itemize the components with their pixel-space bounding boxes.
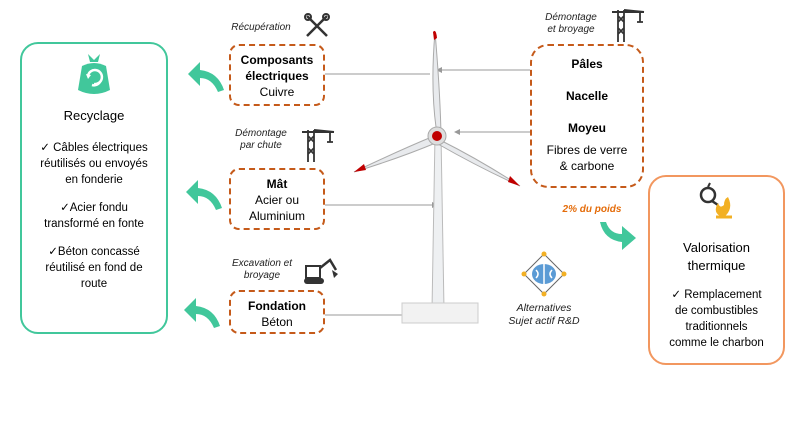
process-label-recovery: Récupération	[231, 22, 291, 33]
weight-share-label: 2% du poids	[562, 204, 622, 215]
foundation-slab	[401, 302, 479, 324]
hub-icon	[432, 131, 442, 141]
foundation-box: Fondation Béton	[229, 290, 325, 334]
wind-turbine-illustration	[353, 30, 521, 324]
part-nacelle: Nacelle	[565, 89, 609, 103]
crane-icon-rotor	[612, 9, 645, 42]
process-label-excavation: Excavation et broyage	[231, 258, 293, 281]
recycling-title: Recyclage	[63, 108, 125, 123]
process-label-drop: Démontage par chute	[235, 128, 287, 151]
recycling-item-concrete: ✓Béton concassé réutilisé en fond de rou…	[45, 246, 143, 290]
excavator-icon	[304, 258, 338, 284]
electrical-components-box: Composants électriques Cuivre	[229, 44, 325, 106]
mast-box: Mât Acier ou Aluminium	[229, 168, 325, 230]
arrow-to-recycling-1	[188, 62, 224, 92]
rotor-box: Pâles Nacelle Moyeu Fibres de verre & ca…	[530, 44, 644, 188]
part-blades: Pâles	[571, 57, 603, 71]
part-hub: Moyeu	[567, 121, 606, 135]
alternatives-label: Alternatives Sujet actif R&D	[508, 302, 580, 327]
recycling-item-steel: ✓Acier fondu transformé en fonte	[44, 202, 144, 230]
fire-icon	[699, 182, 732, 219]
rotor-material: Fibres de verre & carbone	[546, 143, 628, 173]
valorisation-item: ✓ Remplacement de combustibles tradition…	[669, 289, 764, 349]
brain-network-icon	[521, 251, 567, 297]
valorisation-title: Valorisation thermique	[683, 240, 750, 273]
recycling-card: Recyclage ✓ Câbles électriques réutilisé…	[20, 42, 168, 334]
crane-icon	[302, 129, 335, 162]
recycle-bag-icon	[78, 54, 110, 94]
arrow-to-valorisation	[600, 222, 636, 250]
valorisation-card: Valorisation thermique ✓ Remplacement de…	[648, 175, 785, 365]
recycling-item-cables: ✓ Câbles électriques réutilisés ou envoy…	[40, 142, 148, 186]
tools-icon	[304, 13, 330, 37]
arrow-to-recycling-2	[186, 180, 222, 210]
arrow-to-recycling-3	[184, 298, 220, 328]
process-label-dismantle-shred: Démontage et broyage	[545, 12, 597, 35]
